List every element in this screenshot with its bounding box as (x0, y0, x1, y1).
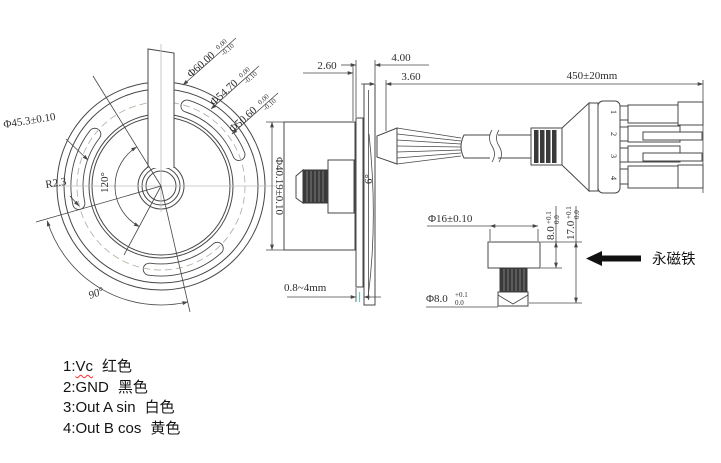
label-260: 2.60 (317, 60, 337, 72)
terminal-housing (619, 101, 704, 189)
magnet-knurl (499, 267, 528, 293)
connector-bar (597, 100, 621, 194)
connector-neck (588, 102, 599, 192)
legend-signal: GND (75, 378, 109, 396)
pin-3-label: 3 (609, 154, 619, 158)
label-dia54: Φ54.70 0.00 -0.10 (208, 65, 259, 108)
svg-text:+0.1: +0.1 (545, 211, 553, 224)
side-view: 6° Φ40.19±0.10 2.60 4.00 3.60 0.8~4mm (266, 52, 429, 306)
legend-row-4: 4:Out B cos 黄色 (63, 419, 180, 440)
legend-row-2: 2:GND 黑色 (63, 378, 180, 399)
label-cable-length: 450±20mm (567, 70, 618, 82)
label-dia16: Φ16±0.10 (428, 213, 473, 225)
label-120: 120° (99, 172, 111, 193)
legend-signal: Vc (75, 358, 94, 375)
legend-signal: Out B cos (75, 419, 142, 437)
svg-text:+0.1: +0.1 (565, 206, 573, 219)
label-400: 4.00 (391, 52, 411, 64)
svg-text:17.0: 17.0 (565, 220, 577, 240)
leader-dia45 (65, 138, 89, 161)
plate-a (355, 117, 364, 288)
wire-legend: 1:Vc 红色 2:GND 黑色 3:Out A sin 白色 4:Out B cos… (63, 357, 180, 439)
label-dia-body: Φ40.19±0.10 (273, 157, 285, 216)
legend-pin: 3: (63, 399, 76, 416)
callout-arrow (586, 251, 641, 266)
legend-color: 白色 (144, 399, 175, 416)
wire-exit (376, 127, 398, 165)
leader-dia54 (210, 65, 260, 110)
pin-2-label: 2 (609, 132, 619, 136)
svg-text:Φ40.19±0.10: Φ40.19±0.10 (273, 157, 285, 216)
arc-90 (46, 220, 189, 306)
legend-pin: 4: (63, 419, 76, 437)
label-dia50: Φ50.60 0.00 -0.10 (227, 92, 278, 135)
legend-row-1: 1:Vc 红色 (63, 357, 180, 378)
magnet-knurl-lines (503, 269, 525, 291)
shaft-tip (295, 168, 304, 204)
svg-text:0.0: 0.0 (573, 210, 581, 219)
legend-pin: 1: (63, 358, 76, 375)
cable-sheath (460, 134, 490, 159)
cable-assembly: 1 2 3 4 450±20mm (376, 70, 704, 194)
leader-r23 (69, 195, 80, 207)
label-r23: R2.3 (45, 176, 68, 191)
legend-row-3: 3:Out A sin 白色 (63, 398, 180, 419)
pin-numbers: 1 2 3 4 (609, 110, 619, 181)
legend-color: 黑色 (117, 378, 148, 396)
magnet-cap-chamfer (497, 294, 529, 305)
svg-text:R2.3: R2.3 (45, 176, 68, 191)
pin-1-label: 1 (609, 110, 619, 114)
svg-text:Φ60.00: Φ60.00 (185, 49, 218, 80)
label-h8: 8.0 +0.1 0.0 (545, 211, 561, 240)
svg-text:120°: 120° (99, 172, 111, 193)
label-90: 90° (87, 285, 106, 302)
label-dia45: Φ45.3±0.10 (3, 111, 57, 131)
svg-text:8.0: 8.0 (545, 226, 557, 240)
label-h17: 17.0 +0.1 0.0 (565, 206, 581, 240)
label-air-gap: 0.8~4mm (284, 282, 327, 294)
svg-text:Φ45.3±0.10: Φ45.3±0.10 (3, 111, 57, 131)
wires (396, 127, 462, 165)
legend-pin: 2: (63, 378, 76, 396)
label-360: 3.60 (401, 71, 421, 83)
crimp-pin-2 (642, 131, 703, 141)
terminal-block-top (677, 101, 704, 126)
pin-4-label: 4 (609, 176, 619, 181)
magnet-detail: Φ16±0.10 8.0 +0.1 0.0 17.0 +0.1 0.0 Φ8.0… (426, 206, 696, 308)
leader-dia50 (231, 92, 279, 135)
label-tilt: 6° (363, 174, 375, 184)
svg-text:6°: 6° (363, 174, 375, 184)
arc-120 (114, 146, 140, 227)
cable-break (489, 129, 502, 163)
terminal-block-bottom (677, 164, 704, 189)
legend-color: 红色 (102, 358, 133, 375)
magnet-cap (497, 291, 529, 307)
knurl-lines (306, 171, 324, 202)
label-dia60: Φ60.00 0.00 -0.10 (185, 37, 236, 80)
legend-signal: Out A sin (75, 399, 136, 416)
svg-text:0.0: 0.0 (455, 299, 464, 307)
crimp-pin-3 (642, 152, 703, 162)
cable-run (498, 134, 531, 159)
svg-text:+0.1: +0.1 (455, 291, 468, 299)
label-magnet-callout: 永磁铁 (652, 251, 696, 268)
label-dia8: Φ8.0 (426, 293, 448, 305)
leader-dia60 (182, 37, 237, 86)
hub-block (327, 159, 355, 214)
legend-color: 黄色 (150, 419, 181, 437)
tilt-arc (367, 133, 374, 299)
strain-ribs (534, 130, 557, 163)
magnet-flange (487, 241, 541, 269)
connector-boot (561, 101, 590, 193)
svg-text:90°: 90° (87, 285, 106, 302)
svg-text:0.0: 0.0 (553, 215, 561, 224)
front-view: Φ60.00 0.00 -0.10 Φ54.70 0.00 -0.10 Φ50.… (3, 37, 279, 313)
